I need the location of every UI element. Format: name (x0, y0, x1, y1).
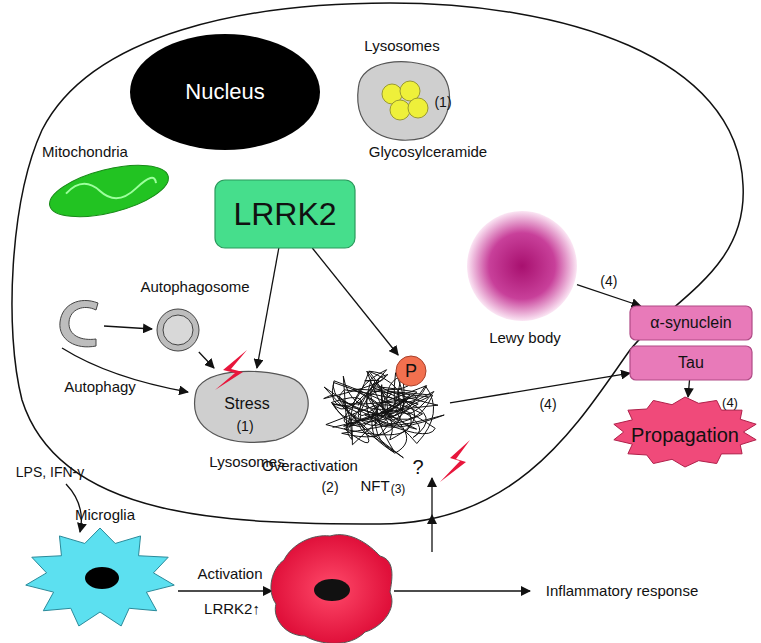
annotation-label: Overactivation (262, 457, 358, 474)
activation-arrow (178, 590, 272, 591)
node-text: Tau (678, 354, 704, 372)
node-text: Stress (224, 395, 269, 413)
protein-box: α-synuclein (630, 306, 752, 340)
autophagosome-shape (156, 308, 200, 352)
annotation-label: Autophagy (64, 378, 136, 395)
node-text: Lewy body (489, 329, 561, 346)
annotation-label: Inflammatory response (546, 582, 699, 599)
lewy-body: Lewy body (467, 211, 577, 321)
lysosome: Stress(1)Lysosomes (185, 368, 315, 444)
propagation-burst: Propagation (4) (612, 397, 758, 467)
mitochondrion-shape (48, 165, 170, 217)
node-text: Nucleus (185, 79, 264, 104)
autophagosome: Autophagosome (156, 308, 200, 352)
node-text: (1) (434, 94, 451, 110)
microglia: Microglia (25, 528, 175, 628)
edge-label: (4) (598, 273, 619, 289)
node-text: (1) (236, 418, 253, 434)
protein-box: Tau (630, 346, 752, 380)
annotation-label: LRRK2↑ (204, 600, 260, 617)
annotation-label: (2) (321, 479, 338, 495)
annotation-label: LPS, IFN-γ (16, 464, 84, 480)
phagophore (60, 300, 98, 346)
phospho-circle: P (395, 355, 427, 387)
annotation-label: Activation (197, 565, 262, 582)
node-text: Propagation (631, 424, 739, 447)
overactivation-arrow (431, 478, 432, 515)
stress-bolt (440, 440, 470, 482)
activated-microglia (271, 535, 392, 643)
edge-label: (4) (537, 396, 558, 412)
node-text: α-synuclein (650, 314, 731, 332)
nucleus: Nucleus (130, 34, 320, 150)
node-text: Microglia (75, 506, 135, 523)
node-text: Autophagosome (140, 278, 249, 295)
lewy-body-shape (467, 211, 577, 321)
annotation-label: ? (412, 456, 423, 479)
connector-arrow (257, 248, 279, 368)
connector-arrow (688, 380, 689, 397)
annotation-label: Glycosylceramide (369, 143, 487, 160)
lysosome: Lysosomes(1) (350, 58, 455, 142)
mitochondrion: Mitochondria (48, 165, 170, 217)
overactivation-arrow (431, 515, 432, 552)
connector-arrow (199, 352, 214, 368)
connector-arrow (312, 248, 398, 355)
neurofibrillary-tangle-shape (305, 365, 450, 465)
protein-box: LRRK2 (215, 180, 355, 248)
node-text: P (405, 361, 417, 382)
node-text: NFT (360, 477, 389, 494)
node-text: Lysosomes (364, 37, 439, 54)
node-text: LRRK2 (233, 196, 336, 233)
autophagy-arrow (104, 326, 152, 329)
neurofibrillary-tangle: NFT(3) (305, 365, 450, 465)
microglia-shape (25, 528, 175, 628)
node-text: Mitochondria (42, 143, 128, 160)
microglia-nucleus (314, 579, 350, 601)
node-text: (3) (391, 483, 406, 497)
node-text: (4) (722, 396, 738, 411)
response-arrow (394, 590, 530, 591)
